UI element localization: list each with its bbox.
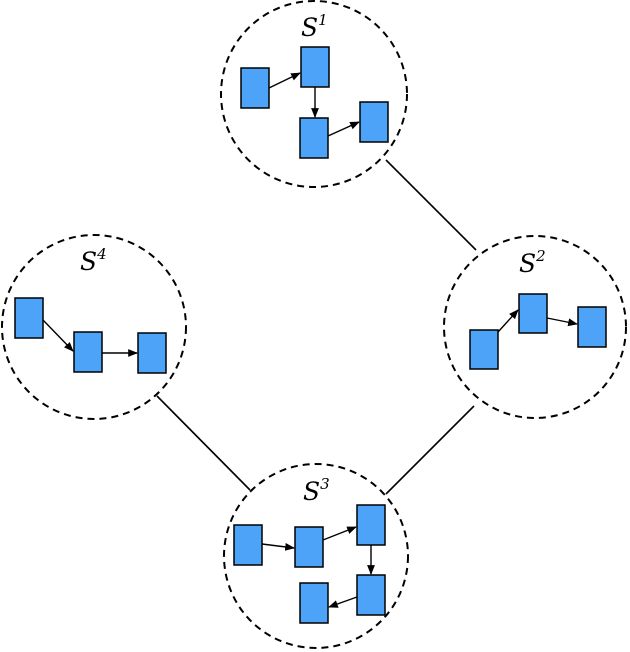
cluster-s4: S4 xyxy=(1,234,187,420)
cluster-s3-node xyxy=(294,526,324,568)
cluster-s1-node xyxy=(359,101,389,143)
cluster-s3-node xyxy=(356,574,386,616)
cluster-s3-node xyxy=(356,504,386,546)
cluster-s3-node xyxy=(233,524,263,566)
cluster-s1-edge xyxy=(268,72,301,89)
cluster-s4-edge xyxy=(42,319,74,352)
link-s3-s4 xyxy=(156,395,251,491)
cluster-s3-node xyxy=(299,582,329,624)
cluster-s4-node xyxy=(73,331,103,373)
cluster-s2: S2 xyxy=(443,235,627,419)
cluster-s3-edge xyxy=(328,596,358,608)
cluster-s4-label: S4 xyxy=(80,245,107,276)
cluster-s4-node xyxy=(14,297,44,339)
cluster-s4-node xyxy=(137,332,167,374)
link-s1-s2 xyxy=(385,159,477,251)
cluster-s1-circle xyxy=(220,0,408,188)
cluster-s2-node xyxy=(469,329,499,370)
cluster-s2-edge xyxy=(546,317,578,327)
cluster-s3-circle xyxy=(223,463,409,649)
cluster-s3-edge xyxy=(261,543,295,551)
cluster-s1-node xyxy=(299,117,329,159)
cluster-s2-node xyxy=(518,293,548,334)
cluster-s1-label: S1 xyxy=(301,11,328,42)
cluster-s3: S3 xyxy=(223,463,409,649)
cluster-s1: S1 xyxy=(220,0,408,188)
cluster-s2-label: S2 xyxy=(519,247,546,278)
cluster-s2-circle xyxy=(443,235,627,419)
cluster-s2-edge xyxy=(497,309,519,333)
cluster-s1-node xyxy=(240,67,270,109)
cluster-s2-node xyxy=(577,306,607,348)
link-s2-s3 xyxy=(385,405,475,495)
cluster-s3-label: S3 xyxy=(303,475,330,506)
cluster-s4-circle xyxy=(1,234,187,420)
cluster-s1-edge xyxy=(327,121,360,137)
cluster-s1-node xyxy=(300,46,330,88)
cluster-s3-edge xyxy=(322,526,357,541)
